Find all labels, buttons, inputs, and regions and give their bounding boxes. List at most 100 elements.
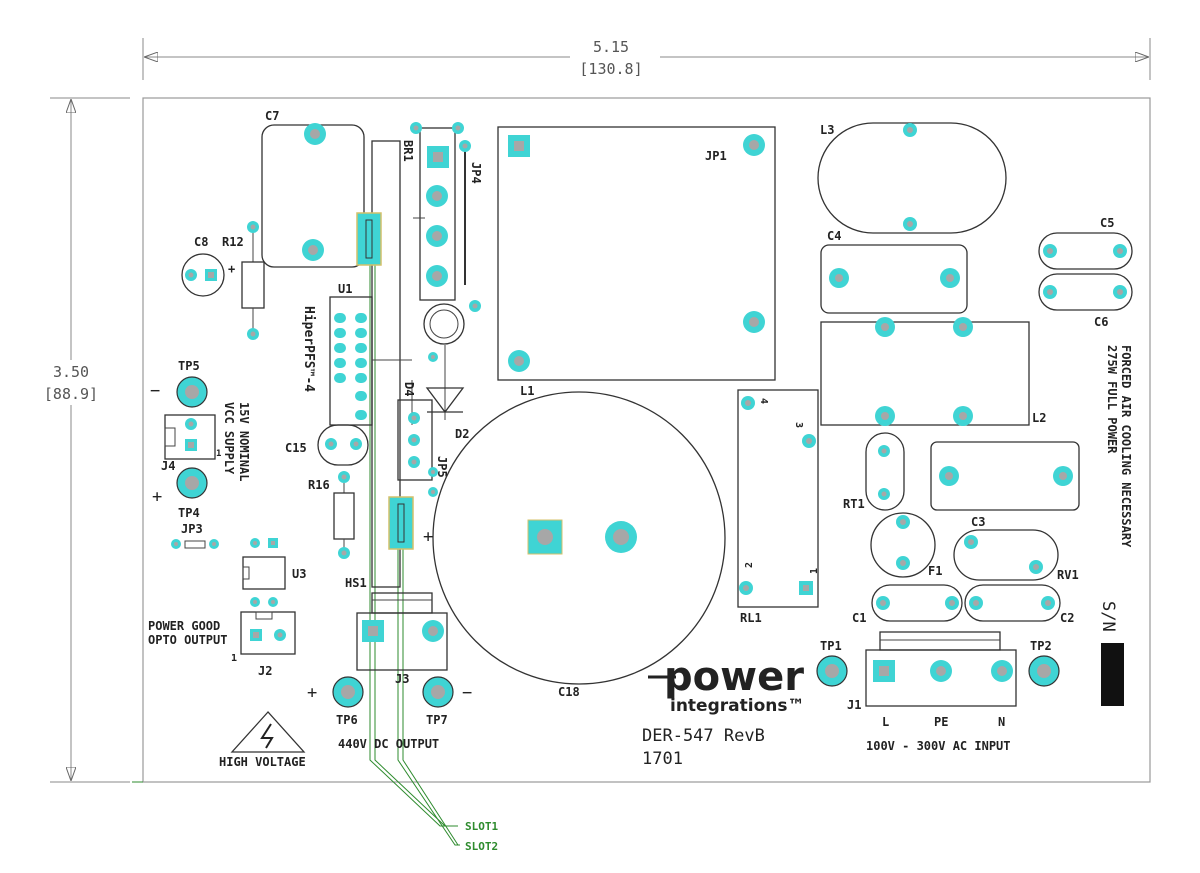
tp4-label: TP4 — [178, 506, 200, 520]
jp3-label: JP3 — [181, 522, 203, 536]
high-voltage-warning: HIGH VOLTAGE — [219, 711, 306, 769]
tp1-label: TP1 — [820, 639, 842, 653]
svg-text:+: + — [228, 262, 235, 276]
l3-inductor: L3 — [817, 122, 1007, 234]
c3-capacitor: C3 RV1 — [953, 515, 1079, 582]
brand-integrations: integrations™ — [670, 696, 804, 716]
u1-pin-pad — [355, 328, 367, 338]
svg-text:−: − — [150, 381, 160, 401]
br1-label: BR1 — [401, 140, 415, 162]
tp5-testpoint[interactable]: TP5 − — [150, 359, 208, 408]
u1-hiperpfs: U1 HiperPFS™-4 — [301, 282, 412, 426]
jp4-label: JP4 — [469, 162, 483, 184]
svg-text:+: + — [152, 487, 162, 507]
slot2-label: SLOT2 — [465, 840, 498, 853]
rv1-label: RV1 — [1057, 568, 1079, 582]
svg-text:2: 2 — [744, 562, 755, 568]
sn-label: S/N — [1098, 601, 1118, 632]
rl1-label: RL1 — [740, 611, 762, 625]
br1-bridge: BR1 — [401, 122, 464, 301]
c6-capacitor: C6 — [1038, 273, 1133, 329]
u1-pin-pad — [334, 313, 346, 323]
serial-number-block — [1101, 643, 1124, 706]
svg-text:−: − — [462, 683, 472, 703]
c8-capacitor: C8 + — [181, 235, 235, 297]
nominal-text: 15V NOMINAL — [237, 402, 251, 481]
jp5-label: JP5 — [435, 456, 449, 478]
u1-pin-pad — [334, 343, 346, 353]
tp2-testpoint[interactable]: TP2 — [1028, 639, 1060, 687]
l2-label: L2 — [1032, 411, 1046, 425]
high-voltage-text: HIGH VOLTAGE — [219, 755, 306, 769]
rt1-thermistor: RT1 — [843, 432, 905, 511]
svg-text:N: N — [998, 715, 1005, 729]
c2-capacitor: C2 — [964, 584, 1074, 625]
u3-label: U3 — [292, 567, 306, 581]
c3-label: C3 — [971, 515, 985, 529]
c2-label: C2 — [1060, 611, 1074, 625]
tp2-label: TP2 — [1030, 639, 1052, 653]
forced-air-text: FORCED AIR COOLING NECESSARY — [1119, 345, 1133, 548]
full-power-text: 275W FULL POWER — [1105, 345, 1119, 454]
tp1-testpoint[interactable]: TP1 — [816, 639, 848, 687]
brand-power: power — [664, 654, 804, 700]
jp3-jumper: JP3 — [171, 522, 219, 549]
r16-label: R16 — [308, 478, 330, 492]
l3-label: L3 — [820, 123, 834, 137]
j1-label: J1 — [847, 698, 861, 712]
tp6-testpoint[interactable]: TP6 + — [307, 676, 364, 727]
tp6-label: TP6 — [336, 713, 358, 727]
r16-resistor: R16 — [308, 471, 355, 559]
c7-label: C7 — [265, 109, 279, 123]
u1-pin-pad — [355, 373, 367, 383]
c7-capacitor: C7 — [261, 109, 365, 268]
l1-label: L1 — [520, 384, 534, 398]
j2-label: J2 — [258, 664, 272, 678]
u1-pin-pad — [334, 358, 346, 368]
u1-pin-pad — [355, 410, 367, 420]
tp4-testpoint[interactable]: TP4 + — [152, 467, 208, 520]
c4-label: C4 — [827, 229, 841, 243]
j1-input-connector: J1 L PE N — [847, 631, 1017, 729]
jp4-jumper: JP4 — [459, 140, 483, 312]
model-text: DER-547 RevB — [642, 726, 765, 746]
d2-diode: D2 — [411, 345, 469, 441]
hiperpfs-label: HiperPFS™-4 — [301, 306, 316, 392]
rt1-label: RT1 — [843, 497, 865, 511]
rl1-relay: 4 3 2 1 RL1 — [737, 389, 820, 625]
svg-text:+: + — [423, 527, 433, 547]
j4-connector: J4 1 — [161, 414, 221, 473]
u1-pin-pad — [334, 328, 346, 338]
j2-connector: J2 1 — [231, 611, 296, 678]
jp1-label: JP1 — [705, 149, 727, 163]
j3-output-connector: J3 — [356, 592, 448, 686]
svg-text:1: 1 — [809, 568, 820, 574]
c1-label: C1 — [852, 611, 866, 625]
ac-input-text: 100V - 300V AC INPUT — [866, 739, 1011, 753]
hs1-label: HS1 — [345, 576, 367, 590]
svg-text:4: 4 — [758, 398, 769, 404]
d4-diode: D4 JP5 — [397, 382, 449, 497]
l2-inductor: L2 — [820, 317, 1046, 426]
dc-output-text: 440V DC OUTPUT — [338, 737, 439, 751]
board-outline — [142, 97, 1151, 783]
c8-label: C8 — [194, 235, 208, 249]
width-mm: [130.8] — [579, 60, 642, 78]
c5-capacitor: C5 — [1038, 216, 1133, 270]
height-mm: [88.9] — [44, 385, 98, 403]
opto-output-text: OPTO OUTPUT — [148, 633, 227, 647]
power-good-text: POWER GOOD — [148, 619, 220, 633]
c6-label: C6 — [1094, 315, 1108, 329]
tp7-testpoint[interactable]: TP7 − — [422, 676, 472, 727]
c15-capacitor: C15 — [285, 424, 369, 466]
slot-leaders: SLOT1 SLOT2 — [369, 265, 498, 853]
r12-resistor: R12 — [222, 221, 265, 340]
r12-label: R12 — [222, 235, 244, 249]
u1-pin-pad — [355, 358, 367, 368]
width-dimension: 5.15 [130.8] — [142, 38, 1151, 80]
tp7-label: TP7 — [426, 713, 448, 727]
height-dimension: 3.50 [88.9] — [44, 97, 130, 783]
right-block-component — [930, 441, 1080, 511]
c5-label: C5 — [1100, 216, 1114, 230]
u1-pin-pad — [355, 343, 367, 353]
